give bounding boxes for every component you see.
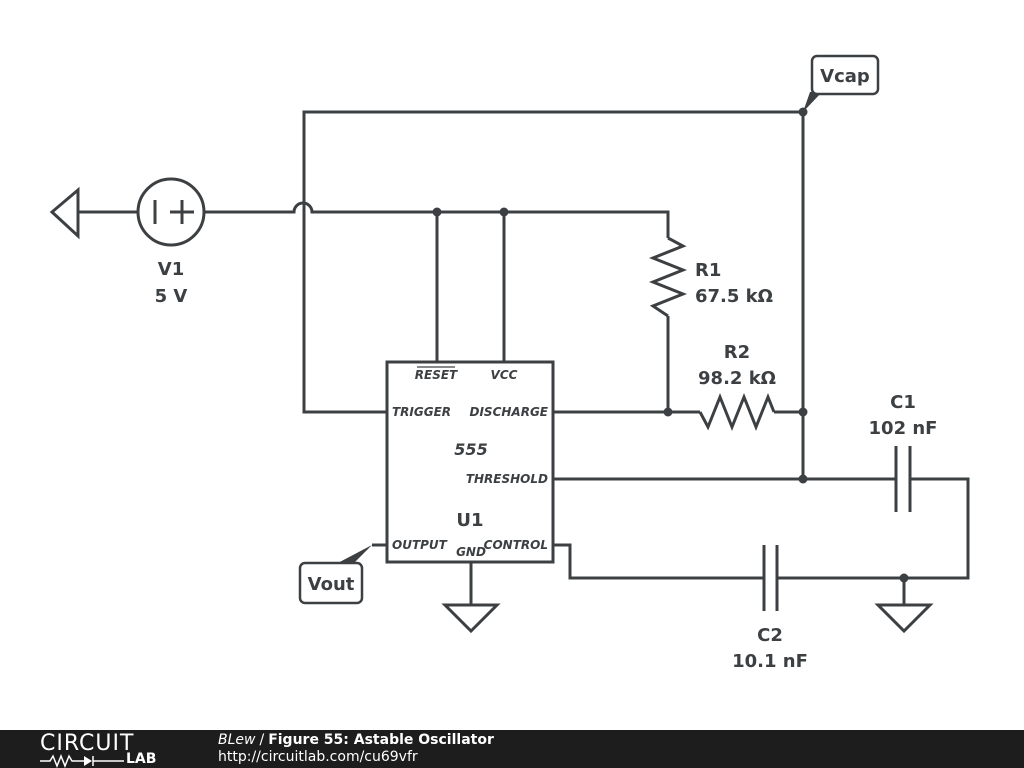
probe-box — [298, 561, 364, 605]
logo-circuit-text: CIRCUIT — [40, 731, 135, 756]
chip-part-label: 555 — [454, 440, 487, 459]
r2-value: 98.2 kΩ — [698, 368, 776, 389]
c1-name: C1 — [890, 392, 916, 413]
probe-pointer-icon — [334, 545, 372, 565]
resistor-diode-icon — [40, 754, 124, 768]
wires — [78, 110, 970, 605]
u1-name: U1 — [456, 510, 483, 531]
junction-dot — [663, 407, 673, 417]
title-separator: / — [259, 732, 265, 748]
pin-vcc-label: VCC — [491, 368, 518, 382]
v1-value: 5 V — [155, 286, 188, 307]
footer-bar: CIRCUIT LAB BLew/Figure 55: Astable Osci… — [0, 730, 1024, 768]
junction-dot — [798, 474, 808, 484]
pin-threshold-label: THRESHOLD — [466, 472, 548, 486]
wire-control — [553, 543, 764, 580]
timer-555-u1[interactable]: RESET VCC TRIGGER DISCHARGE 555 THRESHOL… — [385, 360, 555, 564]
voltage-source-circle — [136, 177, 206, 247]
pin-reset-label: RESET — [415, 368, 458, 382]
junction-dot — [899, 573, 909, 583]
junction-dot — [798, 407, 808, 417]
circuit-url[interactable]: http://circuitlab.com/cu69vfr — [218, 749, 418, 765]
pin-discharge-label: DISCHARGE — [470, 405, 549, 419]
probe-box — [810, 54, 880, 96]
resistor-r2[interactable] — [698, 392, 776, 432]
ground-icon — [441, 603, 501, 634]
pin-control-label: CONTROL — [484, 538, 548, 552]
r1-name: R1 — [695, 260, 721, 281]
ground-icon — [874, 603, 934, 634]
author-name[interactable]: BLew — [218, 732, 256, 748]
c1-value: 102 nF — [869, 418, 938, 439]
logo-lab-text: LAB — [126, 751, 157, 767]
r2-name: R2 — [724, 342, 750, 363]
voltage-source-v1[interactable] — [136, 177, 206, 247]
pin-output-label: OUTPUT — [392, 538, 448, 552]
junction-dot — [432, 207, 442, 217]
ground-arrow-icon — [49, 186, 80, 240]
wire-c1-right — [904, 477, 970, 580]
wire-trigger-loop — [302, 110, 805, 479]
probe-pointer-icon — [803, 92, 822, 112]
pin-gnd-label: GND — [456, 545, 486, 559]
probe-vcap[interactable]: Vcap — [803, 54, 880, 112]
capacitor-c1[interactable] — [894, 446, 912, 512]
footer-info: BLew/Figure 55: Astable Oscillator http:… — [218, 732, 494, 766]
circuitlab-logo[interactable]: CIRCUIT LAB — [40, 732, 180, 768]
junction-dot — [499, 207, 509, 217]
c2-value: 10.1 nF — [732, 651, 808, 672]
pin-trigger-label: TRIGGER — [392, 405, 451, 419]
schematic-canvas: V1 5 V R1 67.5 kΩ R2 98.2 kΩ C1 102 nF C… — [49, 54, 970, 672]
circuit-title: Figure 55: Astable Oscillator — [268, 732, 494, 748]
r1-value: 67.5 kΩ — [695, 286, 773, 307]
capacitor-c2[interactable] — [762, 545, 779, 611]
v1-name: V1 — [158, 259, 184, 280]
chip-body — [385, 360, 555, 564]
probe-vout-label: Vout — [308, 574, 355, 595]
probe-vcap-label: Vcap — [820, 66, 870, 87]
resistor-r1[interactable] — [648, 236, 688, 318]
c2-name: C2 — [757, 625, 783, 646]
probe-vout[interactable]: Vout — [298, 545, 372, 605]
